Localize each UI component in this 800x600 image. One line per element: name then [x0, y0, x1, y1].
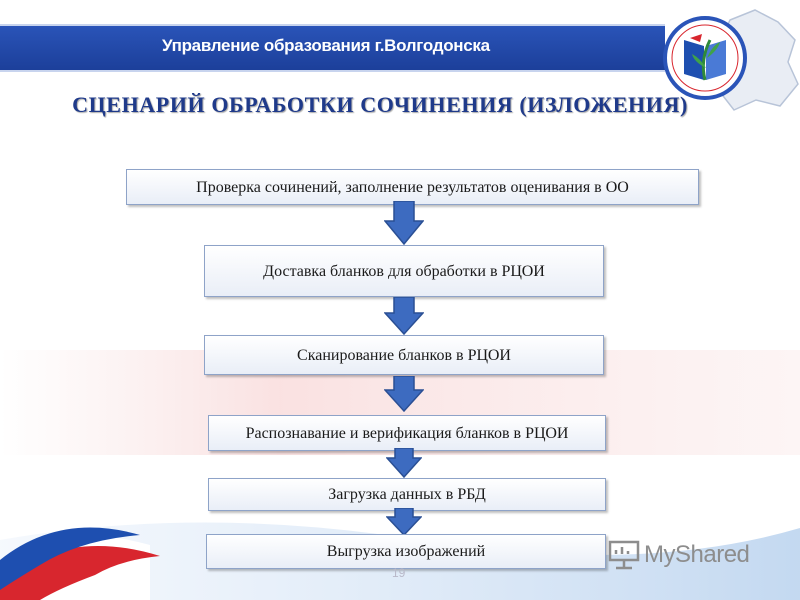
arrow-down-icon — [386, 508, 422, 536]
header-bar: Управление образования г.Волгодонска — [0, 24, 665, 72]
arrow-down-icon — [384, 376, 424, 412]
arrow-down-icon — [384, 201, 424, 245]
watermark-text: MyShared — [644, 541, 750, 568]
step-5-box: Загрузка данных в РБД — [208, 478, 606, 511]
page-title: СЦЕНАРИЙ ОБРАБОТКИ СОЧИНЕНИЯ (ИЗЛОЖЕНИЯ) — [72, 92, 688, 117]
flag-blue-stripe — [0, 527, 140, 590]
step-6-box: Выгрузка изображений — [206, 534, 606, 569]
header-title: Управление образования г.Волгодонска — [162, 36, 490, 55]
step-6-label: Выгрузка изображений — [326, 543, 486, 560]
step-1-label: Проверка сочинений, заполнение результат… — [196, 178, 629, 196]
step-2-box: Доставка бланков для обработки в РЦОИ — [204, 245, 604, 297]
presentation-board-icon — [608, 540, 640, 570]
arrow-down-icon — [384, 297, 424, 335]
arrow-down-icon — [386, 448, 422, 478]
watermark: MyShared — [608, 540, 750, 570]
slide-number: 19 — [392, 566, 406, 580]
step-5-label: Загрузка данных в РБД — [328, 486, 486, 503]
step-4-box: Распознавание и верификация бланков в РЦ… — [208, 415, 606, 451]
step-3-box: Сканирование бланков в РЦОИ — [204, 335, 604, 375]
emblem-icon — [663, 9, 799, 111]
step-4-label: Распознавание и верификация бланков в РЦ… — [245, 424, 569, 442]
step-3-label: Сканирование бланков в РЦОИ — [297, 346, 511, 364]
logo — [660, 0, 800, 130]
step-2-label: Доставка бланков для обработки в РЦОИ — [263, 262, 545, 280]
step-1-box: Проверка сочинений, заполнение результат… — [126, 169, 699, 205]
